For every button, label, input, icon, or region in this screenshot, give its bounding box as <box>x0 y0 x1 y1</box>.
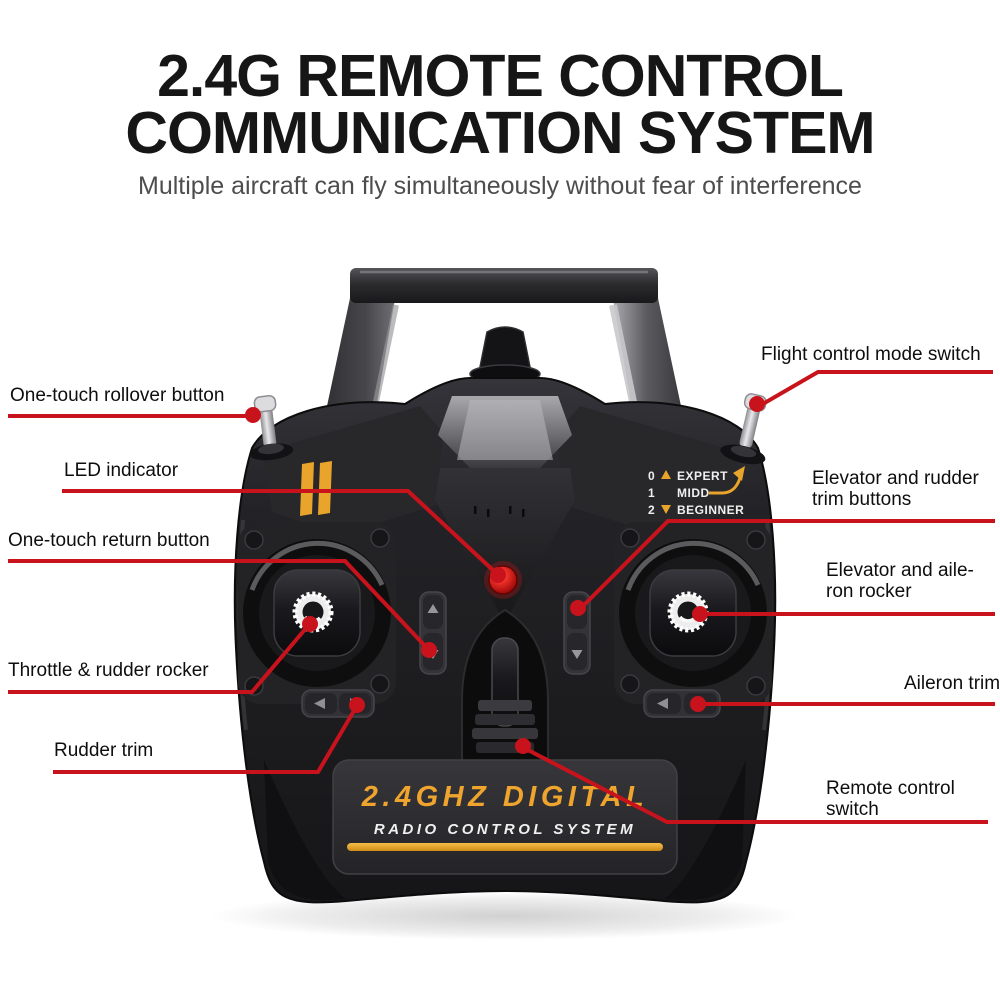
branding-line2: RADIO CONTROL SYSTEM <box>374 821 636 838</box>
callout-label-elev-aileron: Elevator and aile- ron rocker <box>826 560 974 603</box>
label-line: ron rocker <box>826 580 912 602</box>
mode-down-icon <box>661 505 671 514</box>
label-line: Elevator and rudder <box>812 468 979 489</box>
label-line: trim buttons <box>812 488 912 510</box>
callout-label-remote-switch: Remote control switch <box>826 778 955 821</box>
callout-label-rollover: One-touch rollover button <box>10 385 225 406</box>
callout-line-aileron-trim <box>690 696 995 712</box>
label-line: switch <box>826 798 879 820</box>
svg-text:2: 2 <box>648 503 655 517</box>
callout-line-flight-mode <box>749 370 993 412</box>
callout-label-led: LED indicator <box>64 460 179 481</box>
page-subtitle: Multiple aircraft can fly simultaneously… <box>138 172 862 200</box>
center-console <box>435 396 575 622</box>
page-title-line1: 2.4G REMOTE CONTROL <box>157 43 844 109</box>
left-vertical-trim-buttons <box>419 591 447 675</box>
callout-label-rudder-trim: Rudder trim <box>54 740 154 761</box>
throttle-rudder-stick <box>238 522 396 704</box>
header: 2.4G REMOTE CONTROL COMMUNICATION SYSTEM… <box>0 43 1000 201</box>
callout-label-flight-mode: Flight control mode switch <box>761 344 981 365</box>
rollover-toggle-switch <box>249 394 294 461</box>
gold-stripe <box>347 843 663 851</box>
callout-line-elev-rudder-trim <box>570 519 995 616</box>
callout-label-elev-rudder-trim: Elevator and rudder trim buttons <box>812 468 979 511</box>
callout-label-return: One-touch return button <box>8 530 210 551</box>
svg-text:0: 0 <box>648 469 655 483</box>
mode-indicator: 0 EXPERT 1 MIDD 2 BEGINNER <box>648 466 745 517</box>
callout-lines <box>8 370 995 824</box>
callout-label-aileron-trim: Aileron trim <box>904 673 1000 694</box>
callout-line-rudder-trim <box>53 697 365 774</box>
mode-arrow-icon <box>709 466 745 495</box>
trim-left-icon <box>657 698 668 709</box>
callout-line-elev-aileron <box>692 606 995 622</box>
svg-text:BEGINNER: BEGINNER <box>677 503 744 517</box>
callout-line-throttle <box>8 616 318 694</box>
trim-left-icon <box>314 698 325 709</box>
branding-line1: 2.4GHZ DIGITAL <box>361 781 648 813</box>
label-line: Remote control <box>826 778 955 799</box>
mode-up-icon <box>661 470 671 479</box>
callout-line-return <box>8 559 437 658</box>
floor-shadow <box>210 892 800 940</box>
page-title-line2: COMMUNICATION SYSTEM <box>125 100 875 166</box>
svg-text:1: 1 <box>648 486 655 500</box>
svg-text:MIDD: MIDD <box>677 486 710 500</box>
label-line: Elevator and aile- <box>826 560 974 581</box>
branding-panel: 2.4GHZ DIGITAL RADIO CONTROL SYSTEM <box>332 759 678 875</box>
svg-text:EXPERT: EXPERT <box>677 469 728 483</box>
callout-line-led <box>62 489 506 583</box>
trim-up-icon <box>427 604 439 613</box>
callout-line-rollover <box>8 407 261 423</box>
callout-label-throttle: Throttle & rudder rocker <box>8 660 209 681</box>
callout-line-remote-switch <box>515 738 988 824</box>
trim-down-icon <box>571 650 583 659</box>
